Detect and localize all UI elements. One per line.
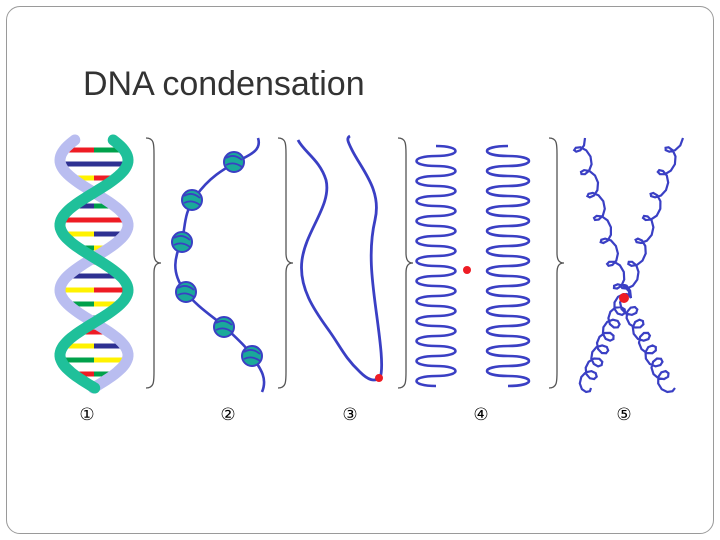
stage-label-4: ④ bbox=[473, 405, 488, 425]
slide: DNA condensation bbox=[6, 6, 714, 534]
base-pair-half bbox=[94, 231, 125, 237]
nucleosome-bead bbox=[175, 281, 197, 303]
base-pair-half bbox=[94, 301, 121, 307]
nucleosome-beads bbox=[171, 151, 263, 367]
base-pair-half bbox=[94, 287, 128, 293]
dna-wrap bbox=[215, 327, 233, 333]
stage-label-1: ① bbox=[79, 405, 94, 425]
chromatid-left bbox=[415, 144, 457, 388]
base-pair-half bbox=[63, 147, 94, 153]
dna-wrap bbox=[177, 292, 195, 298]
dna-wrap bbox=[243, 349, 261, 355]
base-pair-half bbox=[94, 217, 127, 223]
base-pair-half bbox=[94, 273, 121, 279]
base-pair-half bbox=[63, 231, 94, 237]
nucleosome-bead bbox=[171, 231, 193, 253]
stage-labels: ① ② ③ ④ ⑤ bbox=[79, 405, 631, 425]
stage-1-double-helix bbox=[54, 134, 134, 394]
base-pair-half bbox=[94, 161, 128, 167]
base-pair-half bbox=[67, 301, 94, 307]
base-pair-half bbox=[94, 203, 115, 209]
solenoid-fiber bbox=[296, 134, 384, 382]
bracket-3 bbox=[397, 137, 414, 389]
dna-wrap bbox=[177, 285, 195, 291]
nucleosome-bead bbox=[241, 345, 263, 367]
base-pair-half bbox=[73, 203, 94, 209]
base-pair-half bbox=[63, 343, 94, 349]
chromosome-arms bbox=[572, 137, 685, 394]
slide-title: DNA condensation bbox=[83, 65, 365, 103]
helix-strand-back bbox=[54, 134, 134, 394]
base-pair-half bbox=[60, 287, 94, 293]
nucleosome-bead bbox=[223, 151, 245, 173]
base-pair-half bbox=[71, 175, 94, 181]
dna-wrap bbox=[173, 242, 191, 248]
centromere-dot bbox=[463, 266, 471, 274]
stage-label-3: ③ bbox=[342, 405, 357, 425]
centromere-dot bbox=[619, 293, 629, 303]
stage-brackets bbox=[145, 137, 565, 389]
dna-wrap bbox=[183, 193, 201, 199]
stage-label-2: ② bbox=[220, 405, 235, 425]
base-pair-half bbox=[61, 217, 94, 223]
bracket-1 bbox=[145, 137, 162, 389]
base-pair-half bbox=[94, 147, 125, 153]
nucleosome-bead bbox=[213, 316, 235, 338]
helix-strand-front bbox=[54, 134, 134, 394]
chromatid-right bbox=[485, 144, 531, 388]
bracket-4 bbox=[548, 137, 565, 389]
dna-wrap bbox=[173, 235, 191, 241]
dna-wrap bbox=[215, 320, 233, 326]
base-pair-half bbox=[94, 343, 125, 349]
stage-5-chromosome bbox=[572, 137, 685, 394]
base-pair-half bbox=[94, 175, 117, 181]
stage-4-looped-chromatids bbox=[415, 144, 531, 388]
base-pair-half bbox=[94, 357, 128, 363]
base-pair-half bbox=[73, 371, 94, 377]
dna-wrap bbox=[183, 200, 201, 206]
base-pair-half bbox=[94, 371, 115, 377]
stage-2-nucleosomes bbox=[171, 137, 266, 393]
dna-wrap bbox=[243, 356, 261, 362]
base-pair-half bbox=[60, 161, 94, 167]
bracket-2 bbox=[277, 137, 294, 389]
stage-label-5: ⑤ bbox=[616, 405, 631, 425]
nucleosome-bead bbox=[181, 189, 203, 211]
dna-wrap bbox=[225, 155, 243, 161]
base-pair-half bbox=[60, 357, 94, 363]
stage-3-fiber bbox=[296, 134, 384, 382]
dna-wrap bbox=[225, 162, 243, 168]
base-pair-half bbox=[67, 273, 94, 279]
centromere-dot bbox=[375, 374, 383, 382]
